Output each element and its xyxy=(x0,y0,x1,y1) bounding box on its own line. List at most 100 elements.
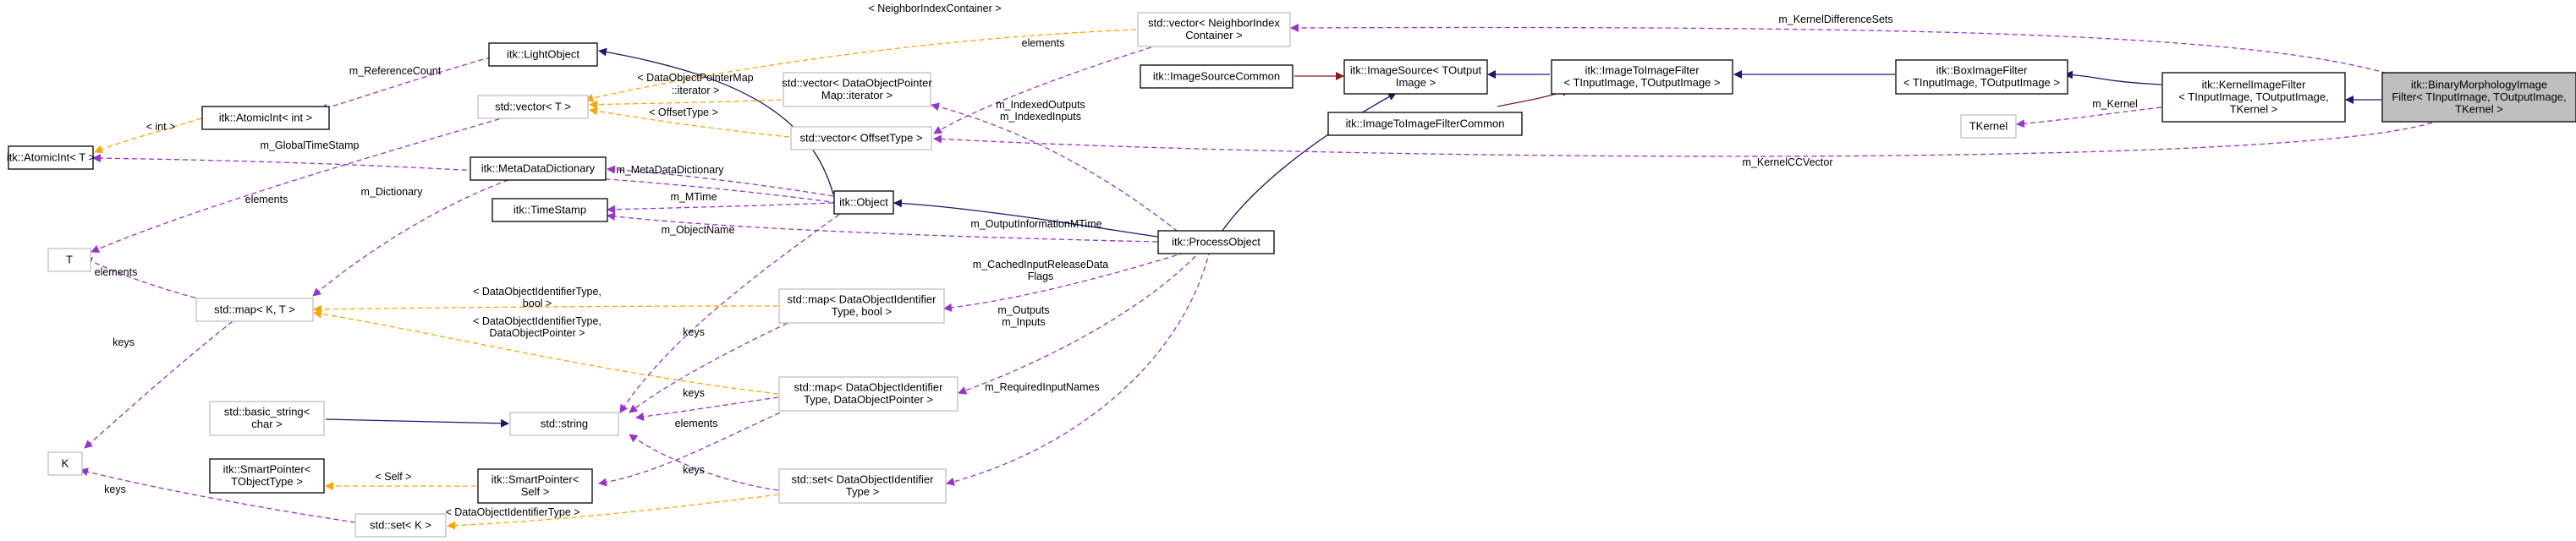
node-image-to-image-filter[interactable]: itk::ImageToImageFilter< TInputImage, TO… xyxy=(1551,59,1733,95)
node-label: std::map< DataObjectIdentifier xyxy=(788,293,937,306)
label-elements-left: elements xyxy=(245,194,288,205)
node-label: itk::ImageToImageFilter xyxy=(1585,64,1700,77)
node-label: std::map< K, T > xyxy=(214,303,295,315)
edge-use-keys-set-doi xyxy=(629,434,779,491)
node-box xyxy=(209,401,325,436)
edge-use-indexed xyxy=(931,102,1185,238)
node-smart-pointer-t[interactable]: itk::SmartPointer<TObjectType > xyxy=(209,458,325,494)
label-doi-bool-2: bool > xyxy=(523,298,552,309)
edge-use-keys-k xyxy=(84,320,233,449)
node-vector-dop-iter[interactable]: std::vector< DataObjectPointerMap::itera… xyxy=(782,72,932,107)
edges xyxy=(80,23,2433,530)
node-image-source-common[interactable]: itk::ImageSourceCommon xyxy=(1140,64,1293,89)
edge-use-elements-map-t xyxy=(84,257,221,305)
label-keys-map-bool: keys xyxy=(683,326,705,338)
edge-use-outputs-inputs xyxy=(958,249,1202,395)
node-vector-neighbor[interactable]: std::vector< NeighborIndexContainer > xyxy=(1137,12,1291,47)
node-time-stamp[interactable]: itk::TimeStamp xyxy=(492,198,608,222)
node-image-source[interactable]: itk::ImageSource< TOutputImage > xyxy=(1343,59,1488,95)
node-label: TKernel xyxy=(1969,119,2008,132)
node-label: std::vector< T > xyxy=(495,100,571,112)
node-label: char > xyxy=(251,418,283,430)
label-keys-map-dop: keys xyxy=(683,387,705,399)
node-label: TKernel > xyxy=(2230,102,2278,115)
node-vector-offset[interactable]: std::vector< OffsetType > xyxy=(790,126,932,150)
label-dop-map-1: < DataObjectPointerMap xyxy=(637,72,753,84)
node-image-to-image-filter-common[interactable]: itk::ImageToImageFilterCommon xyxy=(1327,112,1523,136)
label-cached-1: m_CachedInputReleaseData xyxy=(973,259,1109,270)
node-label: itk::SmartPointer< xyxy=(492,473,579,486)
node-smart-pointer-self[interactable]: itk::SmartPointer<Self > xyxy=(477,468,593,504)
label-kernel: m_Kernel xyxy=(2092,98,2138,110)
node-box xyxy=(2381,72,2576,123)
node-box xyxy=(1895,59,2068,95)
edge-tpl-dopmap-iter xyxy=(589,99,783,109)
node-label: < TInputImage, TOutputImage > xyxy=(1563,76,1720,89)
node-std-string[interactable]: std::string xyxy=(509,412,619,436)
node-atomic-int-int[interactable]: itk::AtomicInt< int > xyxy=(201,106,330,130)
node-map-kt[interactable]: std::map< K, T > xyxy=(195,298,314,322)
node-process-object[interactable]: itk::ProcessObject xyxy=(1157,230,1275,254)
node-label: std::set< DataObjectIdentifier xyxy=(791,473,934,486)
node-set-doi[interactable]: std::set< DataObjectIdentifierType > xyxy=(778,468,947,504)
node-label: std::map< DataObjectIdentifier xyxy=(794,381,944,394)
node-label: itk::AtomicInt< T > xyxy=(7,150,95,163)
edge-labels: < NeighborIndexContainer > m_KernelDiffe… xyxy=(95,3,2138,518)
node-box xyxy=(477,95,589,119)
edge-use-object-name xyxy=(619,209,847,413)
edge-use-elements-neighbor xyxy=(933,41,1168,134)
edge-tpl-map-bool xyxy=(313,304,779,314)
node-label: itk::BoxImageFilter xyxy=(1936,64,2028,77)
node-basic-string[interactable]: std::basic_string<char > xyxy=(209,401,325,436)
node-set-k[interactable]: std::set< K > xyxy=(354,513,447,538)
node-label: Filter< TInputImage, TOutputImage, xyxy=(2392,90,2566,103)
edge-use-keys-map-bool xyxy=(629,319,796,413)
node-label: itk::ImageSourceCommon xyxy=(1153,69,1280,82)
node-vector-t[interactable]: std::vector< T > xyxy=(477,95,589,119)
edge-use-elements-map-dop xyxy=(598,405,796,487)
node-label: Type, DataObjectPointer > xyxy=(804,393,933,406)
edge-inherit-process-to-imagesource xyxy=(1217,92,1397,238)
label-output-info-mtime: m_OutputInformationMTime xyxy=(970,218,1101,230)
edge-use-kernel-cc-vector xyxy=(933,122,2433,157)
node-box xyxy=(2161,72,2346,123)
node-meta-data-dictionary[interactable]: itk::MetaDataDictionary xyxy=(470,156,607,181)
node-object[interactable]: itk::Object xyxy=(833,190,894,215)
node-box xyxy=(1343,59,1488,95)
node-map-doi-dop[interactable]: std::map< DataObjectIdentifierType, Data… xyxy=(778,376,958,412)
edge-use-mtime xyxy=(607,202,834,214)
node-label: itk::AtomicInt< int > xyxy=(219,111,313,123)
node-kernel-image-filter[interactable]: itk::KernelImageFilter< TInputImage, TOu… xyxy=(2161,72,2346,123)
node-box xyxy=(1960,114,2017,139)
label-elements-t: elements xyxy=(95,266,138,278)
node-label: itk::LightObject xyxy=(507,47,579,60)
label-kernel-cc-vector: m_KernelCCVector xyxy=(1743,156,1833,168)
node-label: Map::iterator > xyxy=(821,89,893,101)
node-k[interactable]: K xyxy=(47,451,83,476)
node-box-image-filter[interactable]: itk::BoxImageFilter< TInputImage, TOutpu… xyxy=(1895,59,2068,95)
node-t[interactable]: T xyxy=(47,248,91,272)
node-label: std::vector< DataObjectPointer xyxy=(782,77,932,90)
label-keys-setk: keys xyxy=(104,484,126,495)
node-label: Image > xyxy=(1396,76,1436,89)
label-doi-bool-1: < DataObjectIdentifierType, xyxy=(473,286,601,298)
label-offset-type: < OffsetType > xyxy=(649,107,718,118)
node-box xyxy=(778,468,947,504)
node-label: < TInputImage, TOutputImage > xyxy=(1903,76,2060,89)
label-required-input-names: m_RequiredInputNames xyxy=(985,381,1100,393)
edge-inherit-lightobject-to-object xyxy=(598,47,834,195)
label-elements-top: elements xyxy=(1022,37,1065,49)
label-elements-dop: elements xyxy=(675,418,718,429)
label-doi-type: < DataObjectIdentifierType > xyxy=(445,506,579,518)
label-neighbor-container: < NeighborIndexContainer > xyxy=(868,3,1001,14)
label-doi-dop-2: DataObjectPointer > xyxy=(490,327,585,339)
node-light-object[interactable]: itk::LightObject xyxy=(488,42,598,67)
node-box xyxy=(209,458,325,494)
node-box xyxy=(488,42,598,67)
node-box xyxy=(492,198,608,222)
node-map-doi-bool[interactable]: std::map< DataObjectIdentifierType, bool… xyxy=(778,288,945,324)
node-atomic-int-t[interactable]: itk::AtomicInt< T > xyxy=(7,145,95,170)
node-tkernel[interactable]: TKernel xyxy=(1960,114,2017,139)
